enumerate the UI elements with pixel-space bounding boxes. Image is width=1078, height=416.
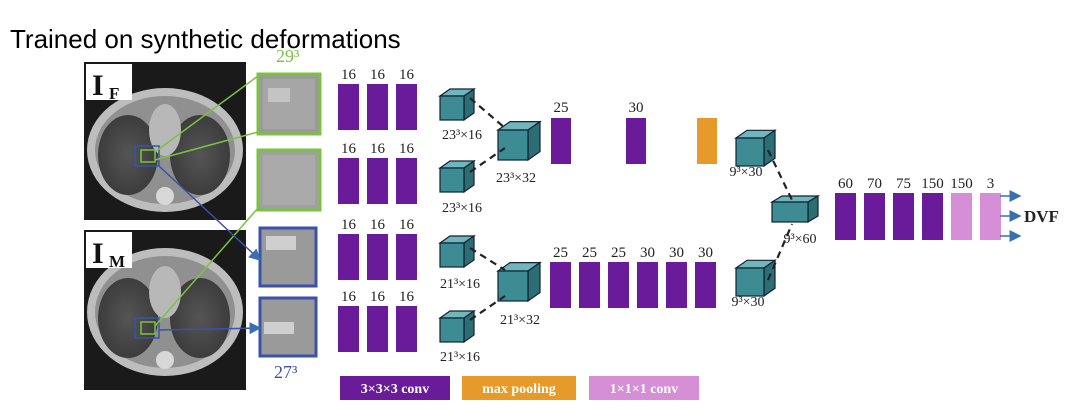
legend: 3×3×3 conv max pooling 1×1×1 conv [340,376,699,400]
fixed-ct-image: I F [84,62,246,220]
dvf-output-label: DVF [1024,207,1059,226]
slide-title: Trained on synthetic deformations [10,24,401,54]
cube-a2 [439,167,465,193]
cube-b-merge [497,270,529,302]
cube-b2 [439,317,465,343]
cube-a-merge [497,129,529,161]
row1-bar-2 [367,84,388,130]
legend-maxpool-swatch [462,376,576,400]
row2-label-3: 16 [399,141,415,157]
final-bar-4 [922,193,943,240]
fixed-image-label: I [92,69,104,102]
row4-label-3: 16 [399,289,415,305]
row3-label-2: 16 [370,217,386,233]
cube-b-merge-label: 21³×32 [500,313,540,328]
lower-conv-label-6: 30 [698,245,713,261]
lower-conv-bar-2 [579,262,600,308]
fixed-image-subscript: F [109,84,119,103]
row4-bar-2 [367,306,388,352]
row3-label-3: 16 [399,217,415,233]
row1-bar-1 [338,84,359,130]
row1-bar-3 [396,84,417,130]
lower-conv-bar-5 [666,262,687,308]
lower-conv-bar-3 [608,262,629,308]
final-label-5: 150 [950,176,973,192]
row2-label-2: 16 [370,141,386,157]
moving-ct-image: I M [84,230,246,390]
cube-c-bot-label: 9³×30 [731,295,764,310]
row3-bar-2 [367,234,388,280]
row1-label-1: 16 [341,67,357,83]
final-label-4: 150 [921,176,944,192]
cube-a-merge-label: 23³×32 [496,171,536,186]
lower-conv-label-3: 25 [611,245,626,261]
upper-conv-bar-2 [626,118,646,164]
lower-conv-label-2: 25 [582,245,597,261]
row3-bar-3 [396,234,417,280]
row2-bar-3 [396,158,417,204]
row2-bar-2 [367,158,388,204]
final-label-6: 3 [987,176,995,192]
patch-moving-blue [258,296,318,358]
row4-label-1: 16 [341,289,357,305]
layer-blocks: 16 16 16 16 16 16 16 16 16 16 16 16 23³×16 23³×16 23³×… [338,67,1001,365]
patch-moving-green [256,148,322,212]
row4-bar-3 [396,306,417,352]
final-label-3: 75 [896,176,911,192]
legend-conv1-swatch [589,376,699,400]
lower-conv-bar-4 [637,262,658,308]
cube-b1 [439,242,465,268]
upper-conv-label-2: 30 [629,100,644,116]
final-label-1: 60 [838,176,853,192]
moving-image-subscript: M [109,252,125,271]
patch-fixed-blue [258,226,318,288]
row4-bar-1 [338,306,359,352]
final-bar-5 [951,193,972,240]
row3-bar-1 [338,234,359,280]
output-arrows [1000,190,1022,242]
legend-conv3-label: 3×3×3 conv [361,382,429,397]
bottom-patch-size: 27³ [274,362,298,382]
cube-a1-label: 23³×16 [442,128,482,143]
patch-fixed-green [256,72,322,136]
cube-a2-label: 23³×16 [442,201,482,216]
cube-c-merge [771,201,809,223]
cube-c-top-label: 9³×30 [729,165,762,180]
upper-conv-bar-1 [551,118,571,164]
cube-c-top [735,137,765,167]
top-patch-size: 29³ [276,46,300,66]
cube-c-bot [735,267,765,297]
legend-conv1-label: 1×1×1 conv [610,382,678,397]
final-bar-2 [864,193,885,240]
row1-label-2: 16 [370,67,386,83]
lower-conv-label-1: 25 [553,245,568,261]
final-bar-6 [980,193,1001,240]
lower-conv-bar-1 [550,262,571,308]
legend-maxpool-label: max pooling [482,382,556,397]
upper-maxpool-bar [697,118,717,164]
upper-conv-label-1: 25 [554,100,569,116]
final-bar-1 [835,193,856,240]
lower-conv-bar-6 [695,262,716,308]
cube-b2-label: 21³×16 [440,350,480,365]
row4-label-2: 16 [370,289,386,305]
row2-label-1: 16 [341,141,357,157]
final-label-2: 70 [867,176,882,192]
cube-a1 [439,95,465,121]
cube-b1-label: 21³×16 [440,277,480,292]
row3-label-1: 16 [341,217,357,233]
row2-bar-1 [338,158,359,204]
cube-c-merge-label: 9³×60 [783,232,816,247]
row1-label-3: 16 [399,67,415,83]
lower-conv-label-4: 30 [640,245,655,261]
patch-connectors [154,75,262,335]
legend-conv3-swatch [340,376,450,400]
cube-connectors [469,97,794,321]
lower-conv-label-5: 30 [669,245,684,261]
final-bar-3 [893,193,914,240]
moving-image-label: I [92,237,104,270]
